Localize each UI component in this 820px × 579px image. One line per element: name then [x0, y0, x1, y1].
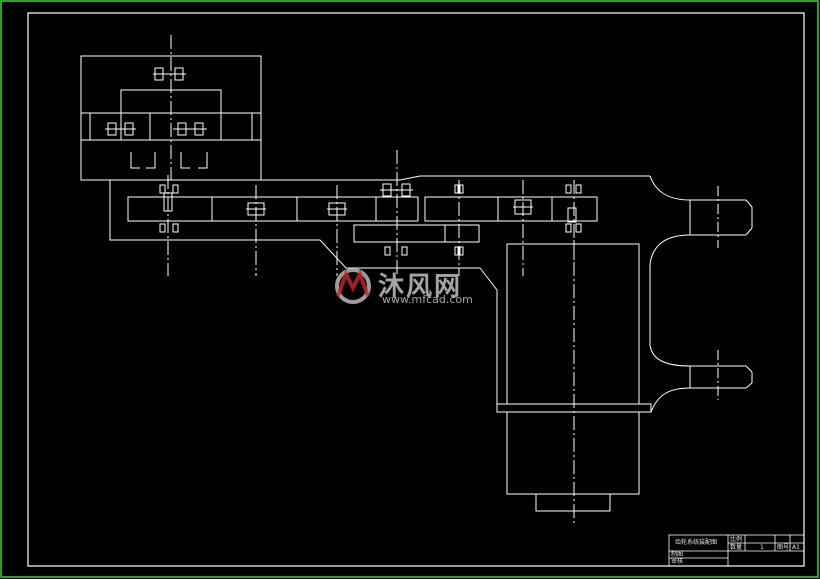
reduction-gear [353, 224, 480, 256]
title-block-cell-checked: 审核 [671, 558, 684, 565]
shaft-row-2 [424, 180, 598, 276]
title-block-cell-scale: 比例 [730, 536, 743, 543]
watermark: 沐风网 www.mfcad.com [330, 266, 495, 310]
assembly-drawing [80, 35, 753, 526]
title-block-cell-scale-value: 1 [760, 544, 764, 551]
watermark-brand: 沐风网 [378, 272, 463, 302]
mf-logo-icon [335, 268, 371, 304]
title-block-cell-drawing-no: 图号 [777, 544, 790, 551]
watermark-url: www.mfcad.com [382, 293, 473, 306]
gear-casing [109, 175, 650, 412]
drive-cylinder [496, 240, 652, 526]
clevis-arm [649, 175, 753, 413]
title-block-cell-size: A1 [792, 544, 800, 551]
inner-border [27, 12, 805, 567]
title-block-cell-drawn: 制图 [671, 551, 684, 558]
input-housing [80, 35, 262, 181]
title-block-cell-qty: 数量 [730, 544, 743, 551]
title-block [668, 534, 805, 567]
shaft-row-1 [127, 150, 419, 276]
title-block-title: 齿轮系统装配图 [675, 539, 718, 546]
